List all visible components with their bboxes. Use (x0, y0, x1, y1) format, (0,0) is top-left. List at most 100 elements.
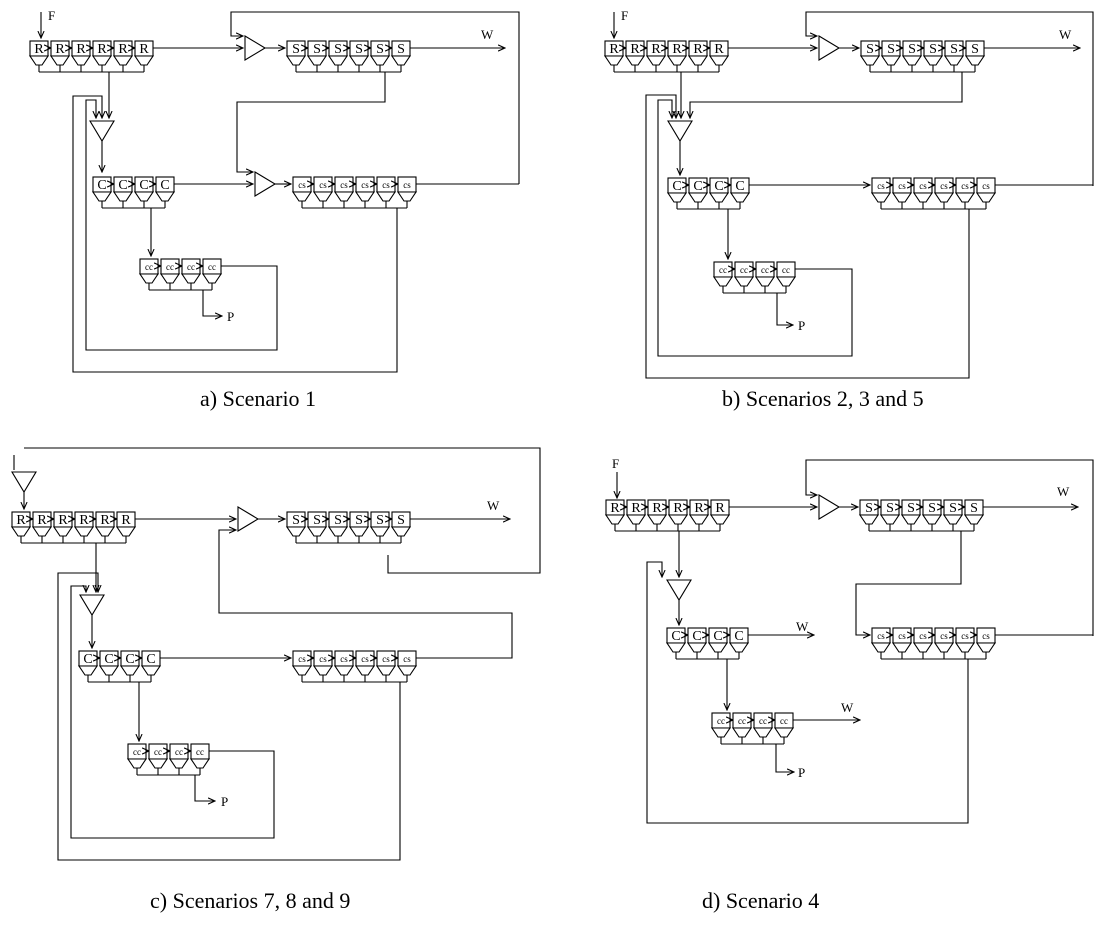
scavenger-cell-label: S (949, 501, 957, 516)
recleaner-waste-label: W (841, 700, 854, 715)
rougher-cell-label: R (652, 501, 662, 516)
scavenger-junction (244, 35, 267, 61)
cleaner-junction (666, 579, 692, 602)
panel-b-caption: b) Scenarios 2, 3 and 5 (722, 386, 924, 411)
recleaner-bank: cc cc cc cc (710, 712, 795, 745)
cleaner-cell-bottom (112, 191, 134, 202)
product-label: P (221, 794, 228, 809)
rougher-cell-bottom (28, 55, 50, 66)
cleaner-cell-bottom (133, 191, 155, 202)
cleaner-scavenger-cell-label: cs (298, 180, 306, 190)
scavenger-cell-bottom (390, 526, 412, 537)
cleaner-cell-label: C (139, 178, 148, 193)
rougher-cell-label: R (630, 42, 640, 57)
cleaner-cell-label: C (160, 178, 169, 193)
cleaner-scavenger-cell-bottom (354, 191, 376, 202)
rougher-cell-label: R (631, 501, 641, 516)
rougher-cell-label: R (100, 513, 110, 528)
cs-recycle-line (805, 11, 1094, 186)
waste-label: W (1059, 27, 1072, 42)
recleaner-cell-label: cc (175, 747, 183, 757)
recleaner-cell-bottom (138, 273, 160, 284)
recleaner-cell-label: cc (166, 262, 174, 272)
cleaner-scavenger-cell-bottom (870, 192, 892, 203)
scavenger-cell-label: S (313, 42, 321, 57)
recleaner-cell-bottom (752, 727, 774, 738)
scavenger-cell-label: S (397, 513, 405, 528)
rougher-cell-label: R (79, 513, 89, 528)
rougher-cell-label: R (37, 513, 47, 528)
recleaner-cell-label: cc (196, 747, 204, 757)
cleaner-junction (79, 594, 105, 617)
rougher-cell-label: R (121, 513, 131, 528)
cleaner-junction (667, 120, 693, 143)
product-arrow (775, 744, 794, 772)
rougher-cell-label: R (55, 42, 65, 57)
recleaner-cell-bottom (754, 276, 776, 287)
cleaner-scavenger-cell-label: cs (961, 631, 969, 641)
recleaner-cell-label: cc (717, 716, 725, 726)
cleaner-junction (89, 120, 115, 143)
recleaner-cell-bottom (773, 727, 795, 738)
cleaner-scavenger-cell-label: cs (382, 180, 390, 190)
cleaner-scavenger-cell-bottom (891, 642, 913, 653)
scavenger-cell-label: S (887, 42, 895, 57)
recleaner-cell-label: cc (759, 716, 767, 726)
cleaner-cell-label: C (734, 629, 743, 644)
rougher-cell-bottom (645, 55, 667, 66)
recleaner-cell-label: cc (780, 716, 788, 726)
cleaner-cell-bottom (665, 642, 687, 653)
product-arrow (194, 775, 215, 801)
rougher-cell-label: R (609, 42, 619, 57)
recleaner-recycle-line (85, 99, 278, 351)
scavenger-cell-bottom (858, 514, 880, 525)
cleaner-cell-bottom (119, 665, 141, 676)
cleaner-cell-label: C (125, 652, 134, 667)
rougher-cell-bottom (646, 514, 668, 525)
recleaner-cell-label: cc (738, 716, 746, 726)
rougher-cell-label: R (715, 501, 725, 516)
scavenger-tails-line (690, 72, 963, 118)
rougher-cell-bottom (94, 526, 116, 537)
rougher-cell-bottom (603, 55, 625, 66)
cleaner-scavenger-cell-bottom (954, 192, 976, 203)
scavenger-cell-bottom (859, 55, 881, 66)
scavenger-cell-label: S (950, 42, 958, 57)
cleaner-scavenger-cell-bottom (312, 191, 334, 202)
product-arrow (776, 293, 793, 325)
scavenger-cell-bottom (922, 55, 944, 66)
recleaner-cell-bottom (775, 276, 797, 287)
cleaner-scavenger-cell-label: cs (898, 181, 906, 191)
scavenger-cell-bottom (963, 514, 985, 525)
rougher-cell-bottom (10, 526, 32, 537)
recleaner-cell-bottom (159, 273, 181, 284)
recleaner-cell-bottom (731, 727, 753, 738)
rougher-cell-label: R (97, 42, 107, 57)
rougher-cell-label: R (76, 42, 86, 57)
cleaner-scavenger-cell-bottom (333, 191, 355, 202)
scavenger-cell-bottom (306, 526, 328, 537)
product-label: P (798, 765, 805, 780)
rougher-cell-bottom (687, 55, 709, 66)
rougher-cell-label: R (34, 42, 44, 57)
rougher-cell-label: R (58, 513, 68, 528)
rougher-cell-bottom (73, 526, 95, 537)
rougher-cell-label: R (694, 501, 704, 516)
cleaner-scavenger-cell-label: cs (403, 654, 411, 664)
scavenger-cell-label: S (376, 42, 384, 57)
cleaner-cell-label: C (104, 652, 113, 667)
